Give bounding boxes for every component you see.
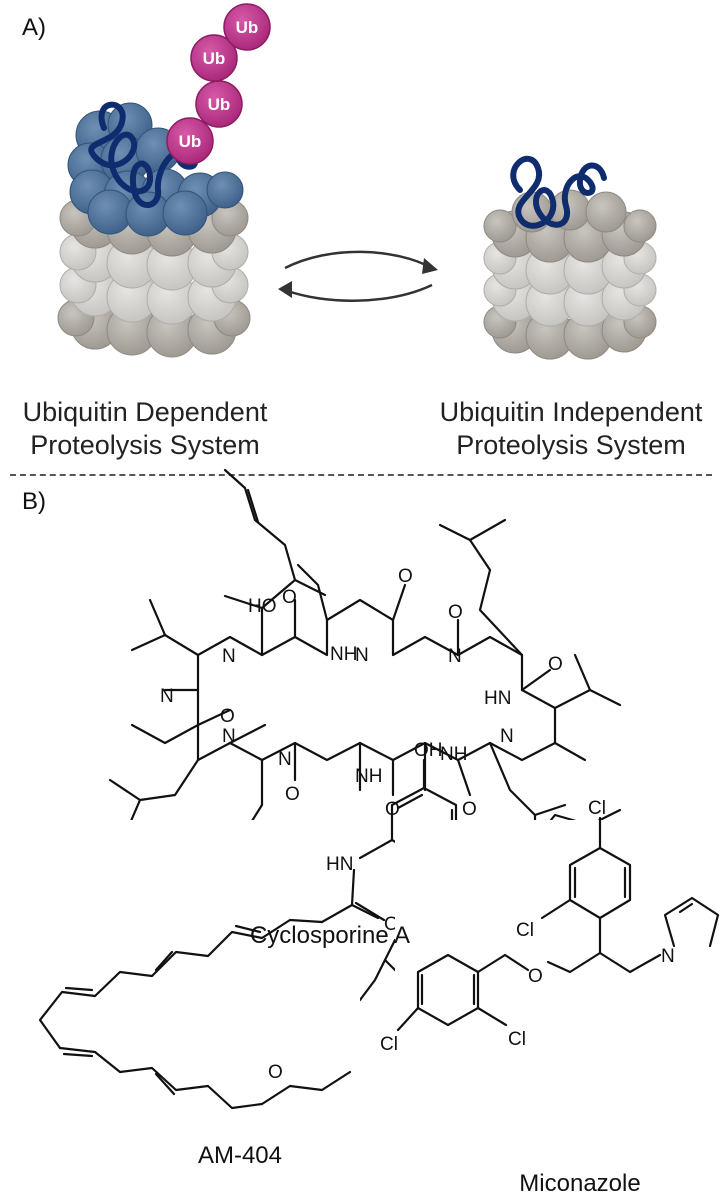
atom-label: N <box>661 946 675 967</box>
cyclosporine-name: Cyclosporine A <box>249 922 411 949</box>
right-substrate-ribbon <box>510 155 607 229</box>
atom-label: O <box>462 799 477 820</box>
atom-label: Cl <box>588 798 606 819</box>
atom-label: HO <box>248 596 277 617</box>
ub-label: Ub <box>179 132 202 151</box>
atom-label: O <box>220 706 235 727</box>
atom-label: NH <box>440 744 467 765</box>
atom-label: Cl <box>380 1034 398 1055</box>
am404-drawing: O HN OH <box>30 740 458 1110</box>
section-divider <box>10 474 712 476</box>
cyclosporine-structure: HO N N NH N N HN N N N NH NH O O O O O O… <box>108 468 622 882</box>
equilibrium-arrows <box>278 250 438 302</box>
panel-a-label: A) <box>22 14 46 41</box>
ub-label: Ub <box>203 49 226 68</box>
atom-label: O <box>528 966 543 987</box>
ub-label: Ub <box>208 95 231 114</box>
atom-label: OH <box>414 740 443 761</box>
atom-label: N <box>160 686 174 707</box>
atom-label: NH <box>355 766 382 787</box>
caption-line: Proteolysis System <box>456 430 686 460</box>
atom-label: O <box>398 566 413 587</box>
am404-name: AM-404 <box>197 1142 283 1169</box>
atom-label: HN <box>484 688 511 709</box>
atom-label: O <box>268 1062 283 1083</box>
atom-label: N <box>222 646 236 667</box>
atom-label: Cl <box>508 1029 526 1050</box>
proteasome-illustration: Ub Ub Ub Ub <box>57 3 657 360</box>
miconazole-name: Miconazole <box>519 1170 641 1197</box>
caption-line: Ubiquitin Independent <box>439 397 703 427</box>
atom-label: N <box>500 726 514 747</box>
atom-label: O <box>548 654 563 675</box>
atom-label: NH <box>330 644 357 665</box>
atom-label: O <box>285 784 300 805</box>
ubiquitin-dependent-caption: Ubiquitin Dependent Proteolysis System <box>0 396 290 462</box>
atom-label: HN <box>326 854 353 875</box>
panel-b-label: B) <box>22 488 46 515</box>
atom-label: N <box>222 726 236 747</box>
ubiquitin-independent-caption: Ubiquitin Independent Proteolysis System <box>420 396 722 462</box>
caption-line: Ubiquitin Dependent <box>22 397 268 427</box>
miconazole-structure: Cl Cl O Cl Cl N <box>380 798 722 1160</box>
atom-label: O <box>448 602 463 623</box>
atom-label: N <box>448 646 462 667</box>
caption-line: Proteolysis System <box>30 430 260 460</box>
atom-label: Cl <box>516 920 534 941</box>
atom-label: N <box>355 645 369 666</box>
ub-label: Ub <box>236 18 259 37</box>
ubiquitin-chain: Ub Ub Ub Ub <box>166 3 271 165</box>
atom-label: O <box>282 587 297 608</box>
atom-label: N <box>278 749 292 770</box>
